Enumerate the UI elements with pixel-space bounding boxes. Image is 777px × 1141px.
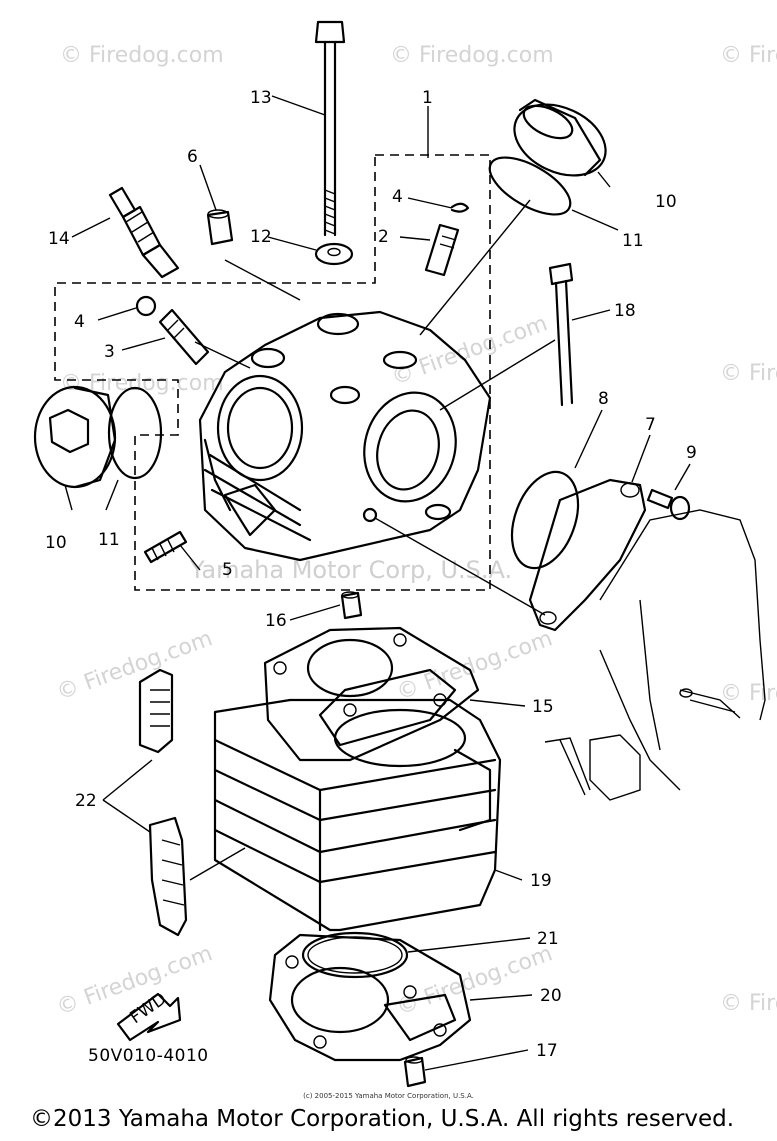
callout-5: 5 (222, 560, 233, 580)
clip-4 (450, 202, 470, 213)
callout-17: 17 (536, 1041, 558, 1061)
callout-18: 18 (614, 301, 636, 321)
callout-12: 12 (250, 227, 272, 247)
ball-4 (135, 295, 157, 317)
o-ring-21-inner (307, 936, 403, 974)
base-gasket-20 (268, 933, 472, 1062)
watermark-site: © Firedog.com (720, 361, 777, 386)
callout-3: 3 (104, 342, 115, 362)
diagram-code: 50V010-4010 (88, 1046, 209, 1066)
callout-labels: 13 1 6 14 12 4 2 4 3 10 11 10 11 18 8 7 … (45, 88, 697, 1061)
chain-guide-22 (138, 668, 188, 937)
dowel-6 (206, 209, 234, 246)
tappet-cap-10-left (33, 385, 117, 489)
callout-11-top: 11 (622, 231, 644, 251)
o-ring-11-top (488, 156, 572, 216)
cylinder-head (198, 310, 492, 562)
dowel-17 (403, 1056, 427, 1088)
callout-20: 20 (540, 986, 562, 1006)
watermark-site: © Firedog.com (54, 626, 216, 705)
callout-15: 15 (532, 697, 554, 717)
tappet-cap-10-top (513, 98, 607, 177)
callout-4-top: 4 (392, 187, 403, 207)
o-ring-8 (510, 470, 580, 570)
crankcase-outline (544, 509, 766, 801)
callout-2: 2 (378, 227, 389, 247)
callout-11-left: 11 (98, 530, 120, 550)
callout-1: 1 (422, 88, 433, 108)
callout-13: 13 (250, 88, 272, 108)
watermark-company: Yamaha Motor Corp, U.S.A. (189, 556, 512, 584)
callout-14: 14 (48, 229, 70, 249)
watermark-layer: © Firedog.com © Firedog.com © Firedog.co… (54, 43, 777, 1021)
head-gasket-15 (263, 626, 480, 762)
callout-10-top: 10 (655, 192, 677, 212)
cover-7 (528, 478, 647, 632)
callout-9: 9 (686, 443, 697, 463)
callout-6: 6 (187, 147, 198, 167)
washer-12 (314, 242, 354, 266)
leader-lines (64, 95, 691, 1071)
callout-19: 19 (530, 871, 552, 891)
valve-guide-2 (424, 223, 460, 277)
fwd-label: FWD (126, 989, 170, 1028)
stud-5 (143, 530, 188, 564)
copyright-notice: ©2013 Yamaha Motor Corporation, U.S.A. A… (30, 1106, 735, 1132)
callout-22: 22 (75, 791, 97, 811)
watermark-site: © Firedog.com (720, 681, 777, 706)
watermark-site: © Firedog.com (720, 991, 777, 1016)
dowel-16 (340, 591, 363, 620)
bolt-13 (314, 20, 346, 237)
callout-7: 7 (645, 415, 656, 435)
cylinder-19 (213, 698, 502, 932)
callout-21: 21 (537, 929, 559, 949)
o-ring-11-left (107, 386, 163, 480)
small-credit: (c) 2005-2015 Yamaha Motor Corporation, … (303, 1092, 474, 1100)
watermark-site: © Firedog.com (394, 941, 556, 1020)
callout-10-left: 10 (45, 533, 67, 553)
watermark-site: © Firedog.com (390, 43, 554, 68)
watermark-site: © Firedog.com (60, 43, 224, 68)
bolt-9 (646, 488, 691, 521)
watermark-site: © Firedog.com (60, 371, 224, 396)
callout-16: 16 (265, 611, 287, 631)
watermark-site: © Firedog.com (720, 43, 777, 68)
callout-4-left: 4 (74, 312, 85, 332)
spark-plug-14 (108, 186, 180, 279)
valve-guide-3 (158, 308, 210, 366)
bolt-18 (548, 262, 574, 407)
assembly-outline (54, 154, 491, 591)
callout-8: 8 (598, 389, 609, 409)
o-ring-21 (301, 931, 409, 979)
